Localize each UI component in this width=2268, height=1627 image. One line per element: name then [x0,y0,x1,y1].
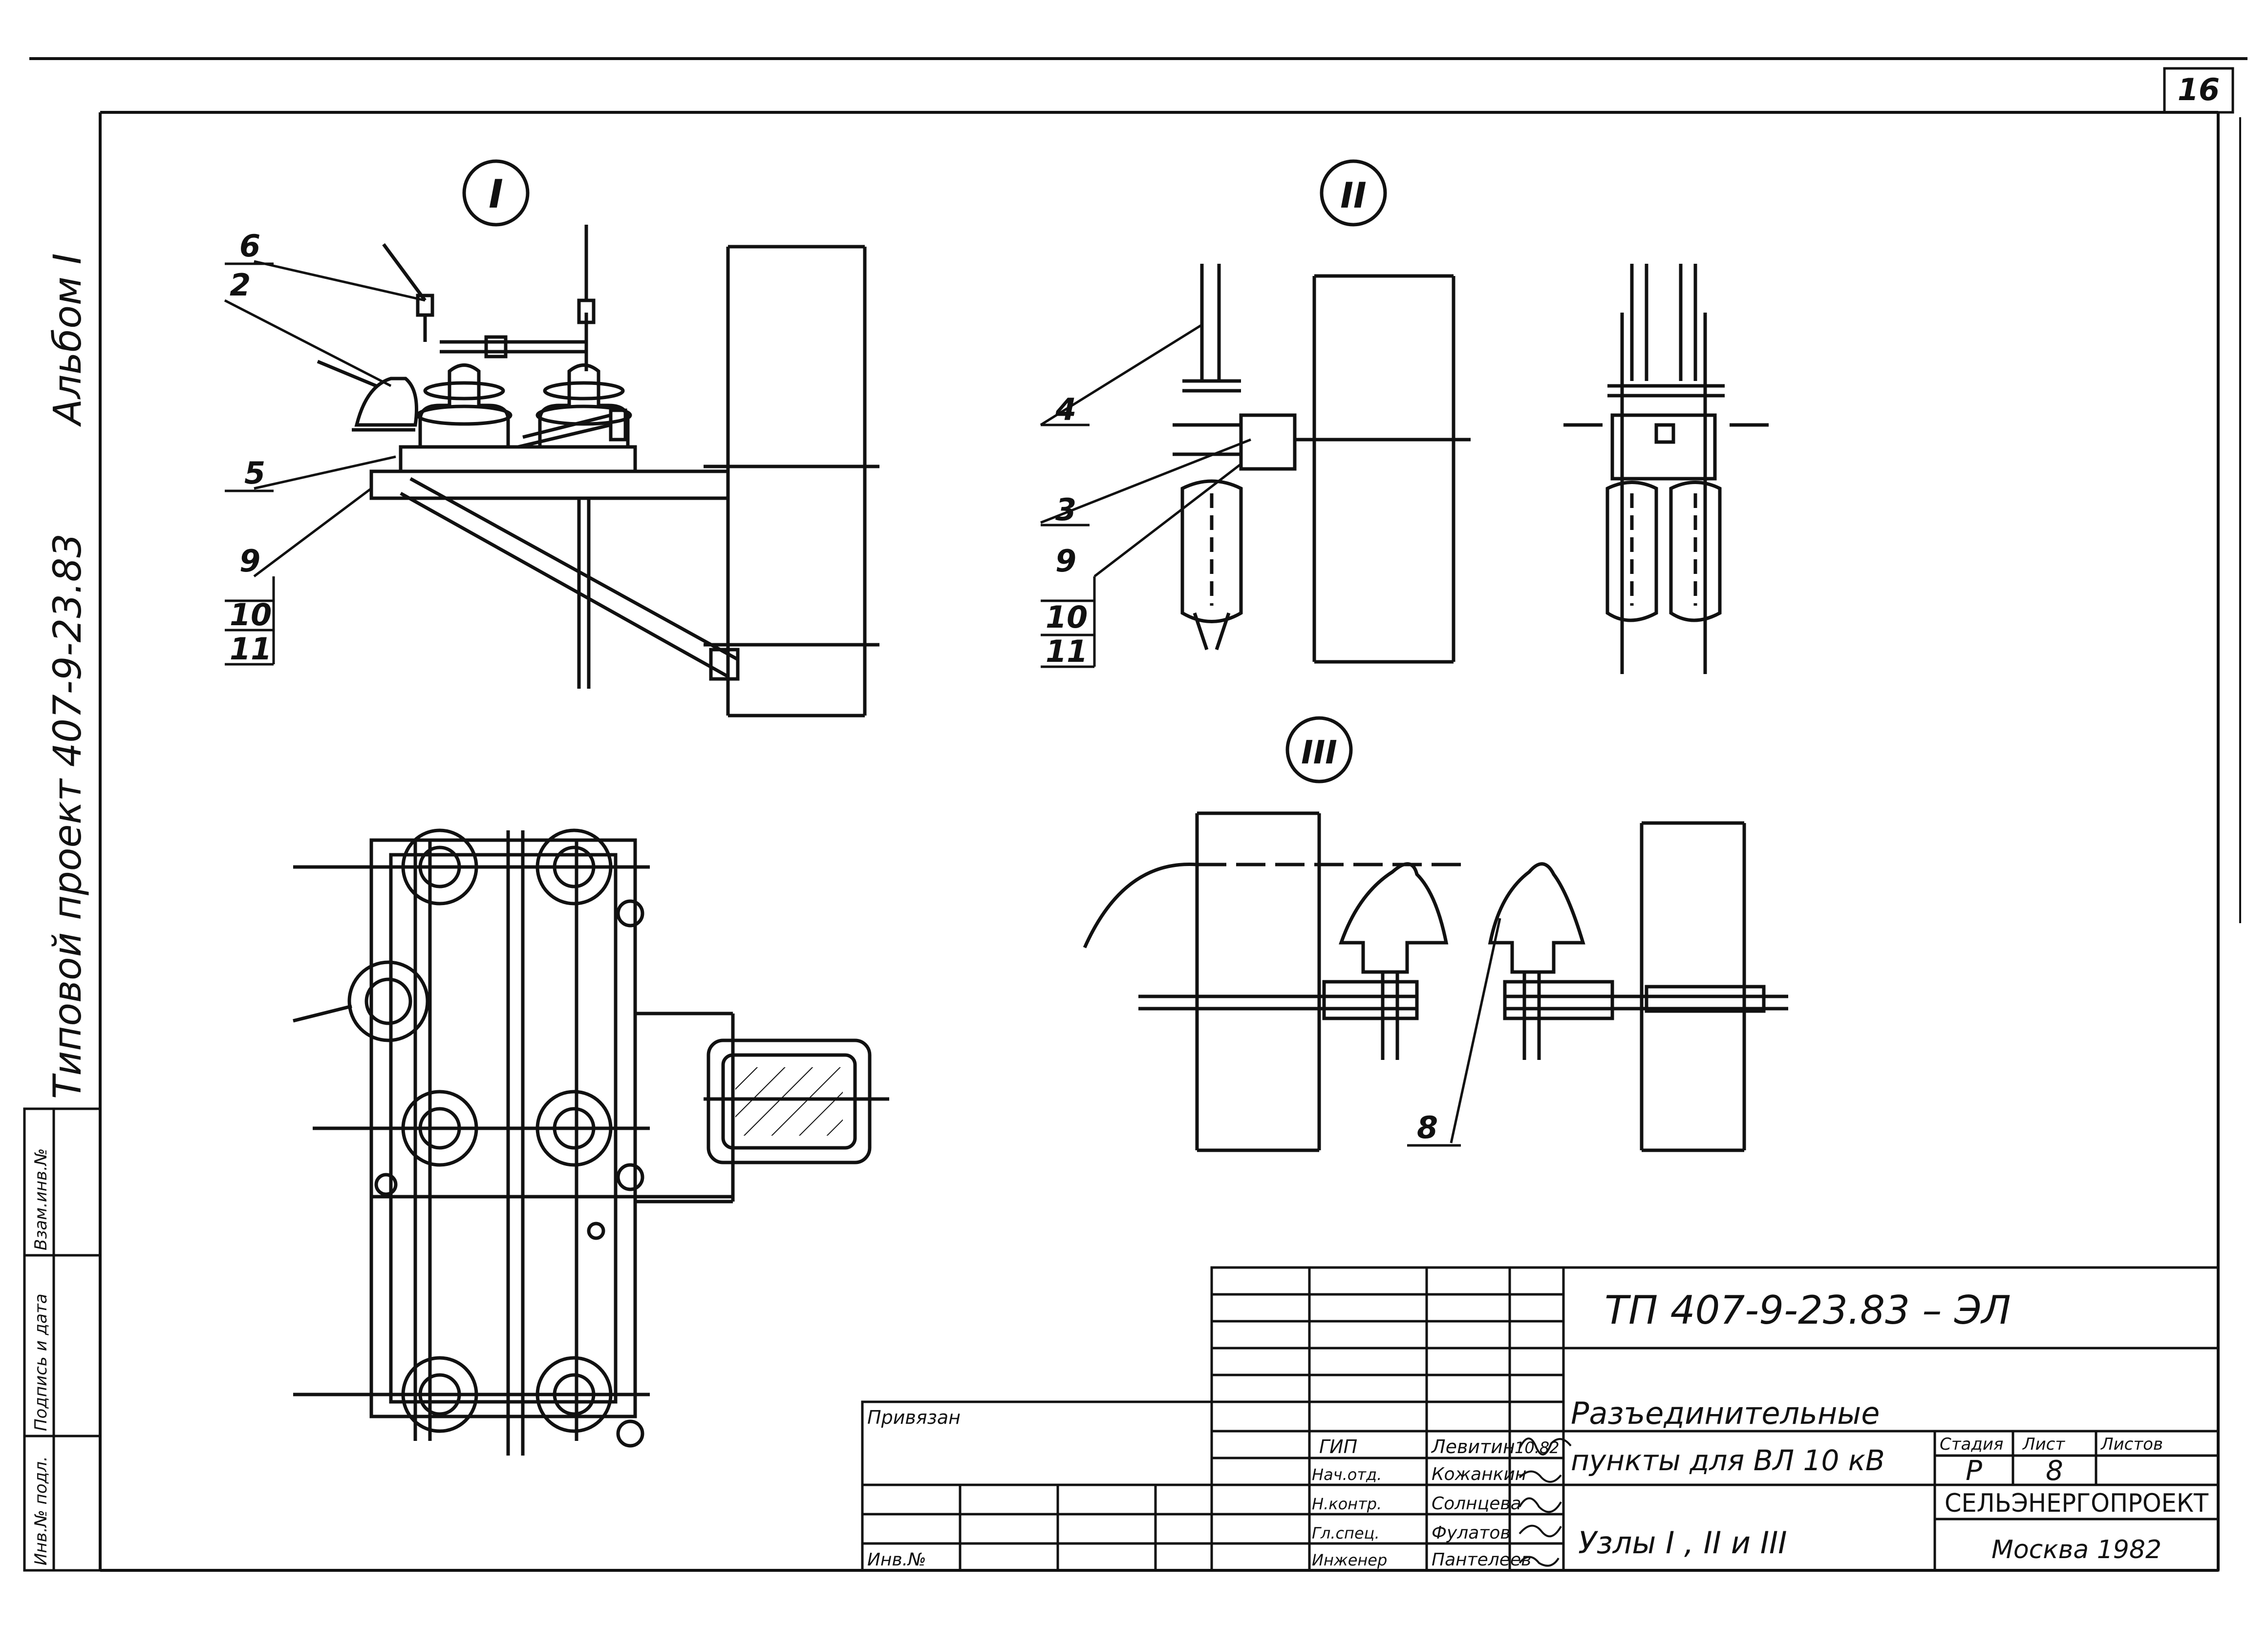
svg-text:III: III [1301,734,1337,771]
title-line-1: Разъединительные [1571,1395,1880,1431]
sheet-title: Узлы I , II и III [1578,1525,1787,1561]
city-year: Москва 1982 [1991,1535,2161,1564]
signatures [1519,1437,1572,1567]
svg-text:11: 11 [230,631,272,667]
view-II-side-assembly [1173,264,1471,664]
view-III-label: III [1285,716,1353,783]
organization-name: СЕЛЬЭНЕРГОПРОЕКТ [1945,1489,2208,1518]
signature-date-cell: Подпись и дата [31,1293,51,1431]
sheet-header: Лист [2022,1435,2065,1454]
view-III-callouts: 8 [1407,918,1501,1147]
svg-text:5: 5 [244,455,265,491]
svg-text:6: 6 [239,228,260,264]
plan-view-assembly [293,828,889,1456]
role-gl-spec: Гл.спец. [1312,1524,1380,1542]
svg-text:8: 8 [1417,1110,1438,1145]
vzam-inv-cell: Взам.инв.№ [31,1148,51,1250]
svg-text:I: I [489,171,503,217]
album-label: Альбом I [46,253,90,427]
svg-text:9: 9 [239,543,260,579]
pole-section-hatch [735,1067,843,1136]
role-inzhener: Инженер [1312,1551,1387,1569]
name-gip: Левитин [1431,1436,1515,1458]
svg-text:2: 2 [230,267,251,303]
view-II-callouts: 4 3 9 10 11 [1040,323,1251,669]
view-I-assembly [317,225,879,718]
project-label: Типовой проект 407-9-23.83 [46,533,90,1099]
title-line-2: пункты для ВЛ 10 кВ [1571,1444,1885,1477]
sheet-no-value: 8 [2046,1455,2063,1487]
view-II-label: II [1320,159,1387,227]
view-I-label: I [462,159,530,227]
sheets-header: Листов [2100,1435,2163,1454]
view-II-front-assembly [1563,264,1769,674]
name-n-kontr: Солнцева [1432,1494,1521,1514]
svg-text:10: 10 [230,597,272,633]
drawing-code: ТП 407-9-23.83 – ЭЛ [1605,1288,2011,1333]
name-gl-spec: Фулатов [1432,1523,1511,1543]
svg-text:10: 10 [1046,599,1088,635]
svg-text:9: 9 [1055,543,1076,579]
role-n-kontr: Н.контр. [1312,1495,1382,1513]
inv-podl-cell: Инв.№ подл. [31,1456,51,1565]
svg-text:11: 11 [1046,634,1088,669]
svg-text:II: II [1340,175,1367,216]
left-inventory-strip [23,1107,102,1572]
title-block-grid [861,1266,2220,1572]
sheet-number: 16 [2178,72,2220,107]
view-III-assembly [1083,811,1788,1152]
name-inzhener: Пантелеев [1432,1550,1531,1570]
stage-value: Р [1966,1455,1982,1487]
privyazan-label: Привязан [867,1407,961,1428]
inv-no-label: Инв.№ [867,1550,926,1570]
svg-text:3: 3 [1055,492,1076,528]
stage-header: Стадия [1940,1435,2003,1454]
role-nach-otd: Нач.отд. [1312,1465,1382,1484]
name-nach-otd: Кожанкин [1432,1464,1526,1484]
role-gip: ГИП [1319,1436,1357,1458]
view-I-callouts: 6 2 5 9 10 11 [224,228,426,667]
svg-text:4: 4 [1055,392,1076,427]
